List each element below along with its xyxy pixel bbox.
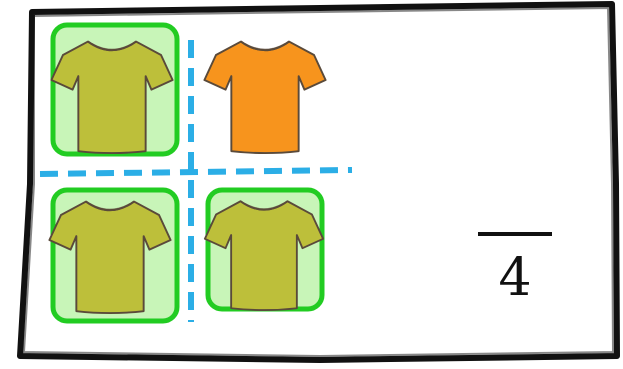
fraction-denominator: 4 bbox=[478, 248, 552, 308]
shirt-top-left[interactable] bbox=[51, 25, 177, 154]
shirt-bottom-right[interactable] bbox=[205, 190, 323, 310]
shirt-bottom-left[interactable] bbox=[49, 190, 177, 321]
fraction-bar bbox=[478, 232, 552, 236]
